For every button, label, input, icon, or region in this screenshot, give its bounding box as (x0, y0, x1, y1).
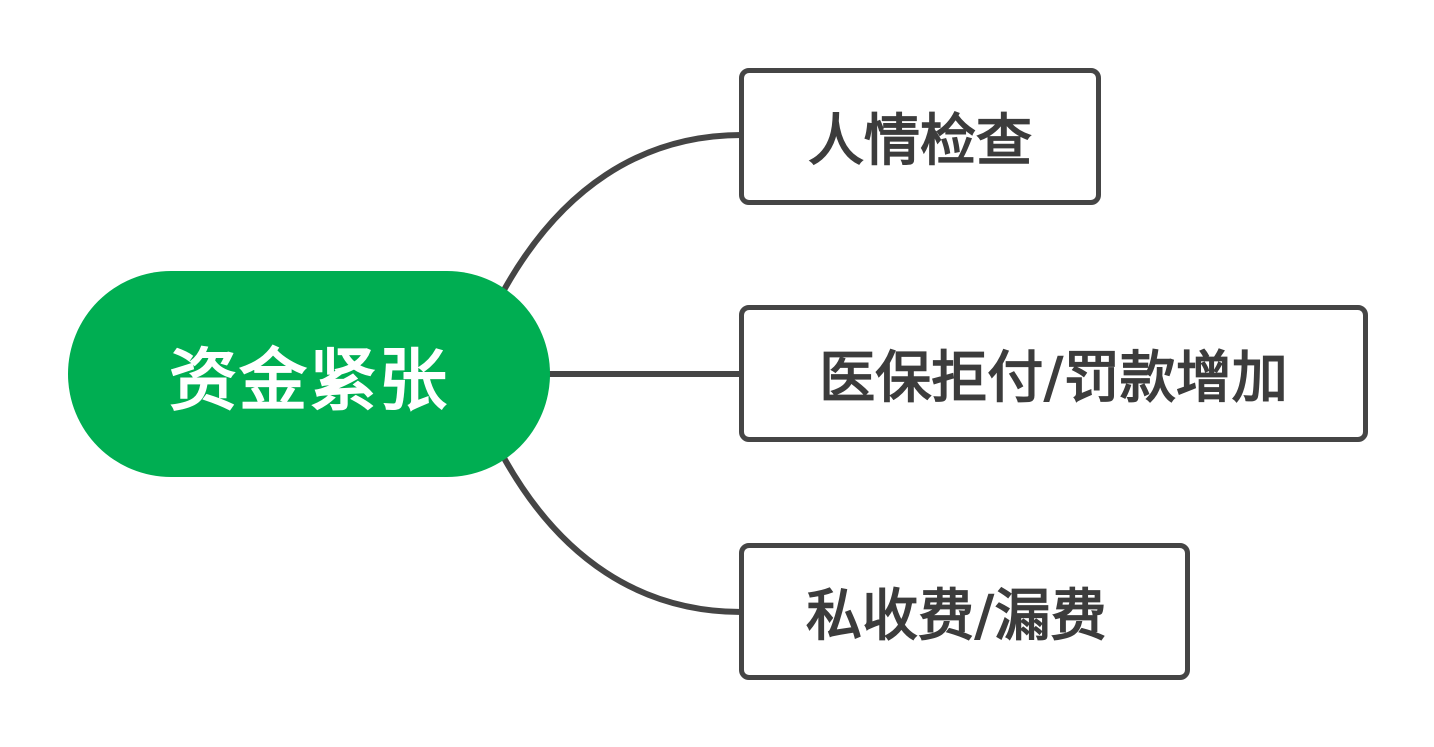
root-node-label: 资金紧张 (168, 341, 449, 421)
child-node-label: 医保拒付/罚款增加 (819, 346, 1288, 411)
child-node-insurance-rejection[interactable]: 医保拒付/罚款增加 (739, 305, 1368, 442)
root-node[interactable]: 资金紧张 (68, 271, 550, 477)
child-node-renqing-check[interactable]: 人情检查 (739, 68, 1101, 205)
child-node-label: 人情检查 (808, 109, 1032, 174)
child-node-private-fee[interactable]: 私收费/漏费 (739, 543, 1190, 680)
connector-line-3 (501, 456, 743, 615)
connector-line-1 (501, 132, 743, 292)
child-node-label: 私收费/漏费 (806, 584, 1107, 649)
